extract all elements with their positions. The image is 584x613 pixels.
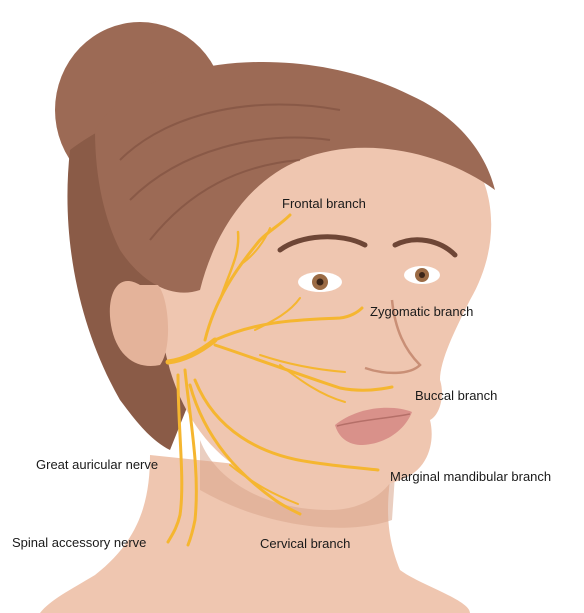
label-cervical-branch: Cervical branch: [260, 537, 350, 550]
label-buccal-branch: Buccal branch: [415, 389, 497, 402]
label-zygomatic-branch: Zygomatic branch: [370, 305, 473, 318]
label-spinal-accessory-nerve: Spinal accessory nerve: [12, 536, 146, 549]
left-pupil: [317, 279, 324, 286]
label-great-auricular-nerve: Great auricular nerve: [36, 458, 158, 471]
label-marginal-mandibular-branch: Marginal mandibular branch: [390, 470, 551, 483]
right-pupil: [419, 272, 425, 278]
label-frontal-branch: Frontal branch: [282, 197, 366, 210]
